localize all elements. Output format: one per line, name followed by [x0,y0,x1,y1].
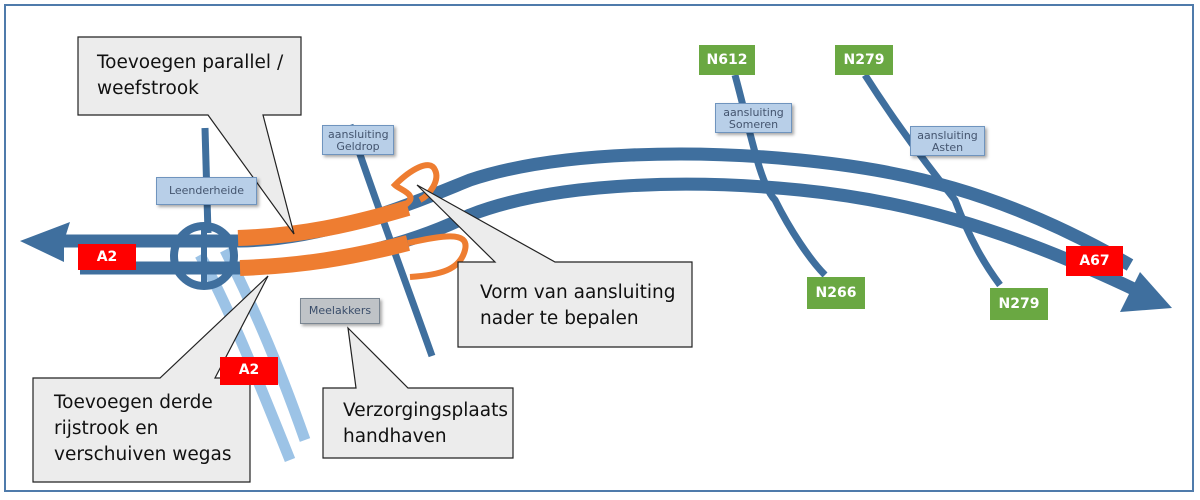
parallel-lane [237,200,411,246]
n279-north-text: N279 [843,52,885,68]
someren-line1: aansluiting [723,106,784,119]
place-label-asten: aansluiting Asten [910,126,985,156]
geldrop-line2: Geldrop [336,140,380,153]
callout-junction-line1: Vorm van aansluiting [480,282,676,303]
callout-junction-shape [416,184,693,348]
leenderheide-text: Leenderheide [168,184,245,197]
road-badge-a2-west: A2 [78,244,136,270]
callout-parallel-line1: Toevoegen parallel / [97,52,284,73]
callout-service-text: Verzorgingsplaats handhaven [343,398,508,450]
asten-line1: aansluiting [917,129,978,142]
geldrop-line1: aansluiting [328,128,389,141]
road-badge-a67: A67 [1066,246,1123,276]
road-badge-n612: N612 [699,45,755,75]
callout-service-line1: Verzorgingsplaats [343,400,508,421]
callout-third-lane-line1: Toevoegen derde [54,392,213,413]
a2-south-text: A2 [238,362,260,378]
ramp-loop-south [407,233,469,280]
a2-west-text: A2 [96,249,118,265]
roundabout-leenderheide [170,222,238,290]
callout-parallel-lane-text: Toevoegen parallel / weefstrook [97,50,283,102]
n612-text: N612 [706,52,748,68]
someren-line2: Someren [728,118,779,131]
meelakkers-text: Meelakkers [308,304,372,317]
callout-third-lane-line3: verschuiven wegas [54,444,232,465]
place-label-geldrop: aansluiting Geldrop [322,125,394,155]
n266-text: N266 [815,285,857,301]
ramp-loop-north [390,162,440,208]
asten-line2: Asten [931,141,964,154]
road-badge-n266: N266 [807,277,865,309]
road-badge-n279-south: N279 [990,288,1048,320]
third-lane [239,235,411,276]
callout-parallel-line2: weefstrook [97,78,199,99]
callout-parallel-lane [77,36,302,235]
main-carriageway-north [55,147,1134,271]
arrow-east-icon [1120,272,1172,312]
callout-junction-text: Vorm van aansluiting nader te bepalen [480,280,676,332]
road-badge-n279-north: N279 [835,45,893,75]
place-label-leenderheide: Leenderheide [156,177,257,205]
callout-service-line2: handhaven [343,426,447,447]
callout-junction-line2: nader te bepalen [480,308,639,329]
callout-third-lane-line2: rijstrook en [54,418,159,439]
road-badge-a2-south: A2 [220,357,278,385]
new-lanes [237,162,469,280]
asten-road [862,73,1003,288]
n279-south-text: N279 [998,296,1040,312]
place-label-someren: aansluiting Someren [715,103,792,133]
callout-service-area [322,326,514,459]
callout-third-lane-text: Toevoegen derde rijstrook en verschuiven… [54,390,232,468]
place-label-meelakkers: Meelakkers [300,298,380,324]
arrow-west-icon [20,222,70,262]
a67-text: A67 [1079,253,1110,269]
